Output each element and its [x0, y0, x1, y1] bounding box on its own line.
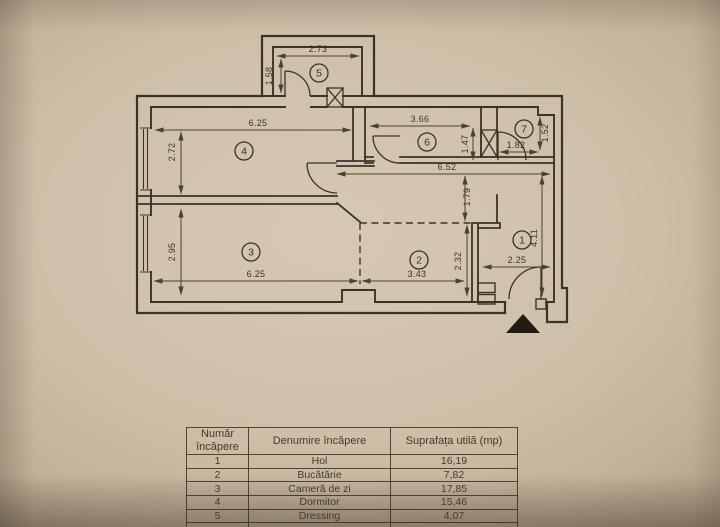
- room-number-1: 1: [512, 230, 532, 250]
- header-room-name: Denumire încăpere: [248, 427, 391, 455]
- shaft-hatch-room7: [480, 129, 498, 158]
- room-area: 4,07: [390, 508, 518, 524]
- room-nr: 1: [186, 454, 249, 469]
- table-row: 3 Cameră de zi 17,85: [186, 481, 518, 497]
- dim-label: 6.25: [247, 269, 266, 279]
- dim-label: 2.72: [167, 143, 177, 162]
- door-room7: [497, 131, 527, 161]
- door-room6: [372, 135, 401, 164]
- window-room3: [140, 214, 151, 273]
- exterior-walls: [135, 34, 569, 324]
- room-area: 15,46: [390, 495, 518, 510]
- dim-label: 4.11: [529, 229, 539, 247]
- dim-label: 1.52: [540, 124, 550, 143]
- table-row-clipped: [186, 522, 518, 527]
- dim-label: 6.52: [438, 162, 457, 172]
- room-number-5: 5: [309, 63, 329, 83]
- window-room4: [140, 127, 151, 191]
- dim-label: 1.82: [507, 140, 526, 150]
- room-nr: 2: [186, 467, 249, 483]
- room-number-4: 4: [234, 141, 254, 161]
- dim-label: 3.66: [411, 114, 430, 124]
- room-nr: 4: [186, 495, 249, 510]
- room-area: 17,85: [390, 481, 518, 497]
- dim-label: 1.58: [264, 67, 274, 86]
- room-nr: 5: [186, 508, 249, 524]
- room-name: Cameră de zi: [248, 481, 391, 497]
- dim-label: 2.25: [508, 255, 527, 265]
- svg-text:3: 3: [248, 247, 254, 259]
- room-schedule-table: Număr încăpere Denumire încăpere Suprafa…: [186, 427, 518, 527]
- dim-label: 2.32: [453, 252, 463, 271]
- door-arcs: [284, 70, 542, 300]
- svg-text:2: 2: [416, 255, 422, 267]
- svg-text:6: 6: [424, 137, 430, 149]
- room-area: 7,82: [390, 467, 518, 483]
- shaft-hatch-room5: [326, 87, 344, 108]
- room-numbers: 1 2 3 4 5 6 7: [234, 63, 534, 270]
- table-row: 4 Dormitor 15,46: [186, 495, 518, 510]
- table-row: 2 Bucătărie 7,82: [186, 467, 518, 483]
- door-room4: [306, 162, 338, 194]
- svg-text:4: 4: [241, 146, 247, 158]
- table-header-row: Număr încăpere Denumire încăpere Suprafa…: [186, 427, 518, 455]
- door-room5: [284, 70, 311, 97]
- header-room-area: Suprafața utilă (mp): [390, 427, 518, 455]
- dashed-boundary: [359, 222, 472, 284]
- dim-label: 2.95: [167, 243, 177, 262]
- room-name: Bucătărie: [248, 467, 391, 483]
- svg-text:1: 1: [519, 235, 525, 247]
- inner-wall-faces: [150, 46, 555, 303]
- dim-label: 3.43: [408, 269, 427, 279]
- dim-label: 2.73: [309, 44, 328, 54]
- interior-walls: [136, 106, 555, 310]
- door-entrance: [508, 266, 542, 300]
- room-area: 16,19: [390, 454, 518, 469]
- dimension-lines: [153, 53, 551, 297]
- room-name: Dormitor: [248, 495, 391, 510]
- dim-label: 1.79: [462, 188, 472, 207]
- room-number-6: 6: [417, 132, 437, 152]
- room-number-7: 7: [514, 119, 534, 139]
- entrance-marker-icon: [506, 314, 540, 333]
- dim-label: 6.25: [249, 118, 268, 128]
- svg-text:7: 7: [521, 124, 527, 136]
- room-nr: 3: [186, 481, 249, 497]
- svg-text:5: 5: [316, 68, 322, 80]
- room-name: Hol: [248, 454, 391, 469]
- table-row: 1 Hol 16,19: [186, 454, 518, 469]
- table-row: 5 Dressing 4,07: [186, 508, 518, 524]
- room-name: Dressing: [248, 508, 391, 524]
- room-number-3: 3: [241, 242, 261, 262]
- room-number-2: 2: [409, 250, 429, 270]
- dim-label: 1.47: [460, 135, 470, 154]
- header-room-number: Număr încăpere: [186, 427, 249, 455]
